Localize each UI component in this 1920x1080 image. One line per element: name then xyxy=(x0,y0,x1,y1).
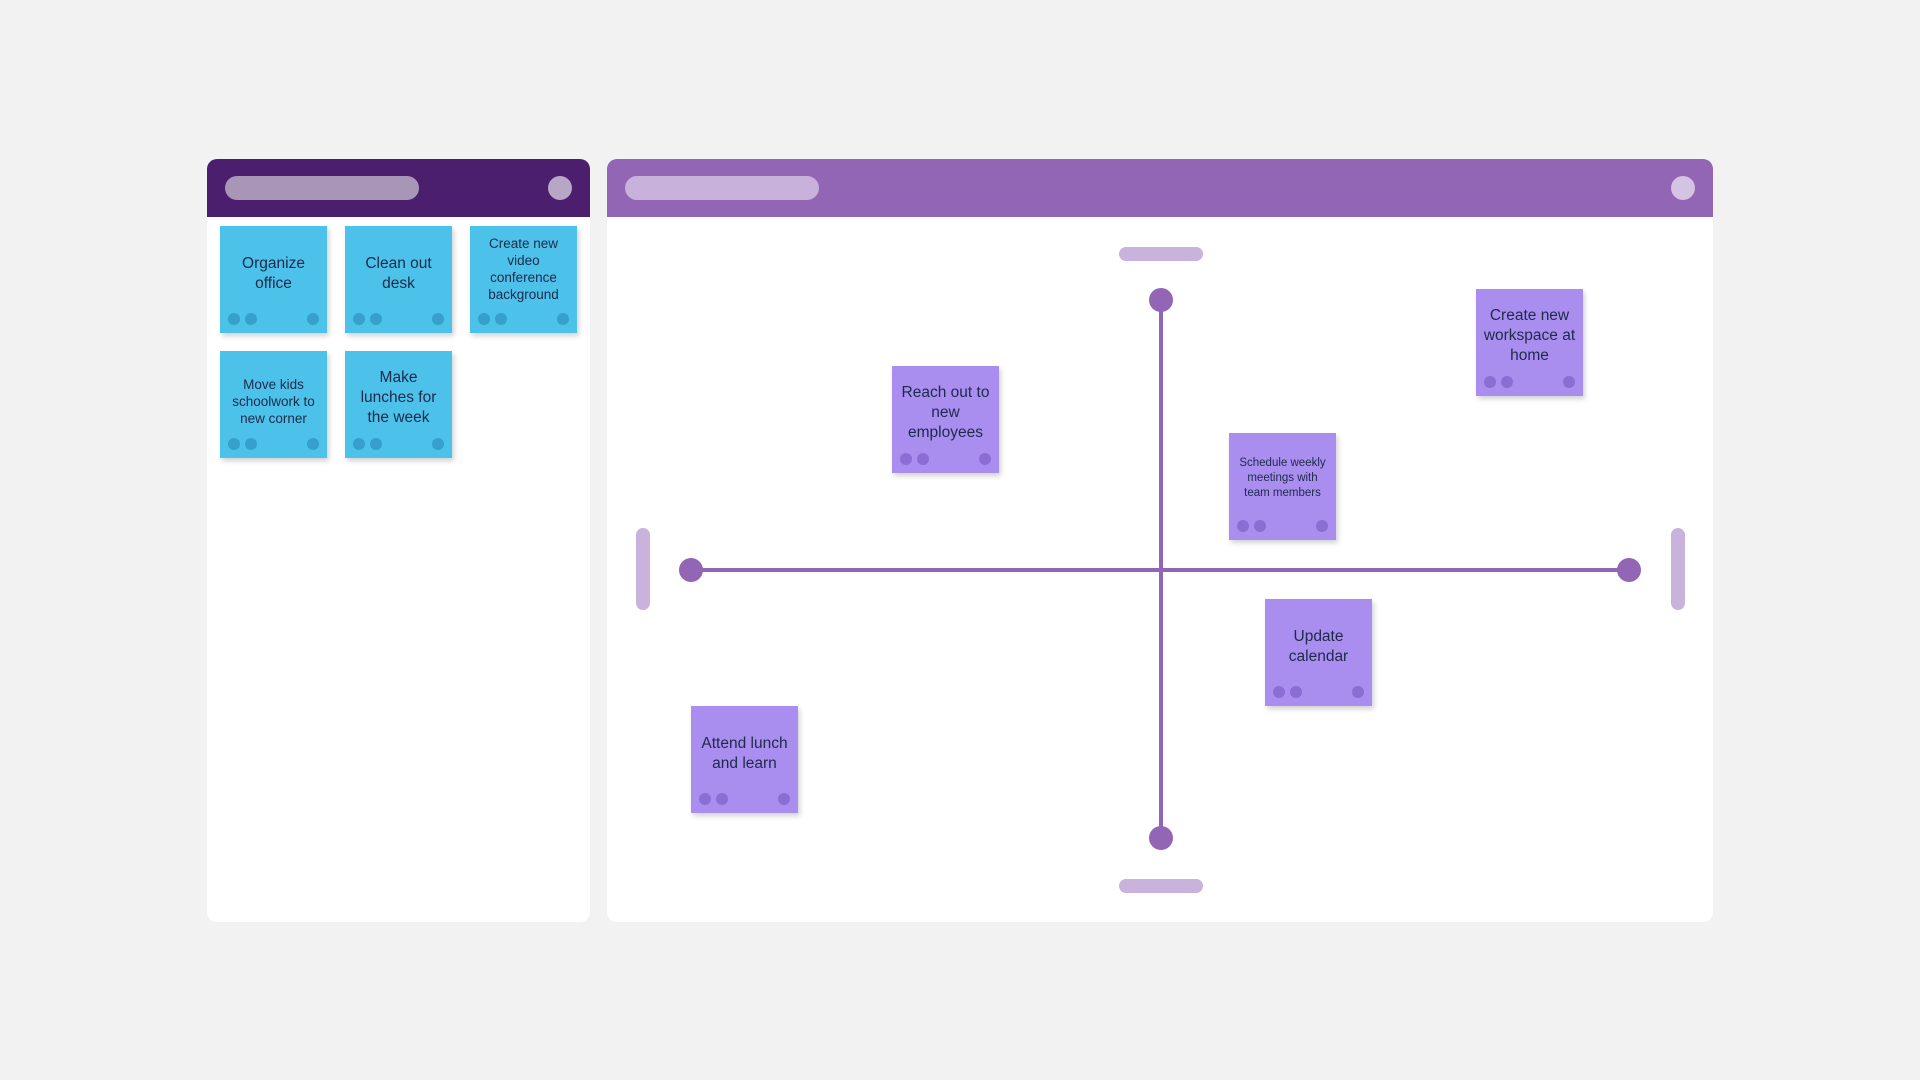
note-dot-icon xyxy=(900,453,912,465)
top-axis-label-handle[interactable] xyxy=(1119,247,1203,261)
note-dot-icon xyxy=(979,453,991,465)
board-title-placeholder xyxy=(625,176,819,200)
note-dot-icon xyxy=(353,313,365,325)
board-menu-button[interactable] xyxy=(1671,176,1695,200)
axis-bottom-endpoint[interactable] xyxy=(1149,826,1173,850)
note-dot-icon xyxy=(917,453,929,465)
note-dot-icon xyxy=(307,313,319,325)
sticky-note-text: Attend lunch and learn xyxy=(701,735,788,772)
note-dot-icon xyxy=(228,438,240,450)
axis-top-endpoint[interactable] xyxy=(1149,288,1173,312)
sticky-note-text: Move kids schoolwork to new corner xyxy=(232,377,315,426)
sticky-note[interactable]: Clean out desk xyxy=(345,226,452,333)
sticky-note[interactable]: Move kids schoolwork to new corner xyxy=(220,351,327,458)
sticky-note[interactable]: Reach out to new employees xyxy=(892,366,999,473)
note-dot-icon xyxy=(478,313,490,325)
note-dot-icon xyxy=(699,793,711,805)
note-dot-icon xyxy=(495,313,507,325)
sticky-note-text: Organize office xyxy=(242,255,305,292)
backlog-panel: Organize office Clean out desk Create ne… xyxy=(207,159,590,922)
note-dot-icon xyxy=(1352,686,1364,698)
note-dot-icon xyxy=(370,313,382,325)
note-dot-icon xyxy=(1254,520,1266,532)
left-axis-label-handle[interactable] xyxy=(636,528,650,610)
axis-left-endpoint[interactable] xyxy=(679,558,703,582)
note-dot-icon xyxy=(1484,376,1496,388)
note-dot-icon xyxy=(353,438,365,450)
sticky-note-text: Create new video conference background xyxy=(488,236,559,302)
note-dot-icon xyxy=(778,793,790,805)
sticky-note-text: Update calendar xyxy=(1288,628,1349,665)
sticky-note-text: Clean out desk xyxy=(365,255,432,292)
note-dot-icon xyxy=(432,313,444,325)
note-dot-icon xyxy=(228,313,240,325)
note-dot-icon xyxy=(245,313,257,325)
sticky-note-text: Schedule weekly meetings with team membe… xyxy=(1239,457,1326,499)
bottom-axis-label-handle[interactable] xyxy=(1119,879,1203,893)
note-dot-icon xyxy=(716,793,728,805)
quadrant-board-panel: Reach out to new employees Create new wo… xyxy=(607,159,1713,922)
note-dot-icon xyxy=(307,438,319,450)
note-dot-icon xyxy=(432,438,444,450)
note-dot-icon xyxy=(245,438,257,450)
right-axis-label-handle[interactable] xyxy=(1671,528,1685,610)
sticky-note-text: Create new workspace at home xyxy=(1483,307,1576,364)
sticky-note[interactable]: Organize office xyxy=(220,226,327,333)
note-dot-icon xyxy=(1563,376,1575,388)
quadrant-axes xyxy=(679,288,1641,850)
board-header xyxy=(607,159,1713,217)
note-dot-icon xyxy=(1316,520,1328,532)
sticky-note[interactable]: Create new video conference background xyxy=(470,226,577,333)
note-dot-icon xyxy=(557,313,569,325)
note-dot-icon xyxy=(1237,520,1249,532)
note-dot-icon xyxy=(1290,686,1302,698)
note-dot-icon xyxy=(1273,686,1285,698)
backlog-menu-button[interactable] xyxy=(548,176,572,200)
sticky-note-text: Reach out to new employees xyxy=(901,384,990,441)
backlog-title-placeholder xyxy=(225,176,419,200)
sticky-note[interactable]: Attend lunch and learn xyxy=(691,706,798,813)
sticky-note[interactable]: Schedule weekly meetings with team membe… xyxy=(1229,433,1336,540)
note-dot-icon xyxy=(370,438,382,450)
sticky-note[interactable]: Create new workspace at home xyxy=(1476,289,1583,396)
backlog-header xyxy=(207,159,590,217)
sticky-note-text: Make lunches for the week xyxy=(360,369,437,426)
sticky-note[interactable]: Update calendar xyxy=(1265,599,1372,706)
axis-right-endpoint[interactable] xyxy=(1617,558,1641,582)
note-dot-icon xyxy=(1501,376,1513,388)
sticky-note[interactable]: Make lunches for the week xyxy=(345,351,452,458)
